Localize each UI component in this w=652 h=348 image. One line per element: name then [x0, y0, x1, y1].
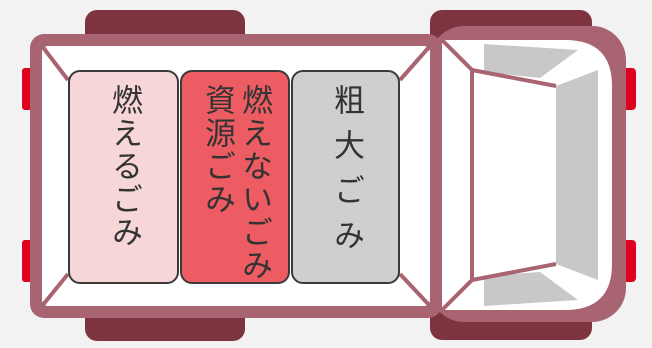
recyclable-waste-label: 資源ごみ [199, 84, 235, 216]
nonburnable-waste-bin: 燃えないごみ 資源ごみ [180, 70, 290, 284]
burnable-waste-bin: 燃えるごみ [68, 70, 179, 284]
oversized-waste-bin: 粗大ごみ [291, 70, 400, 284]
cab-windshield [556, 70, 598, 280]
nonburnable-waste-label: 燃えないごみ [236, 84, 272, 282]
burnable-waste-label: 燃えるごみ [106, 84, 142, 249]
cab-side-window-top [484, 44, 578, 78]
bed-corner-braces [40, 44, 432, 308]
cab-side-window-bottom [484, 272, 578, 306]
oversized-waste-label: 粗大ごみ [328, 84, 364, 264]
cab-pillar-lines [440, 38, 557, 312]
